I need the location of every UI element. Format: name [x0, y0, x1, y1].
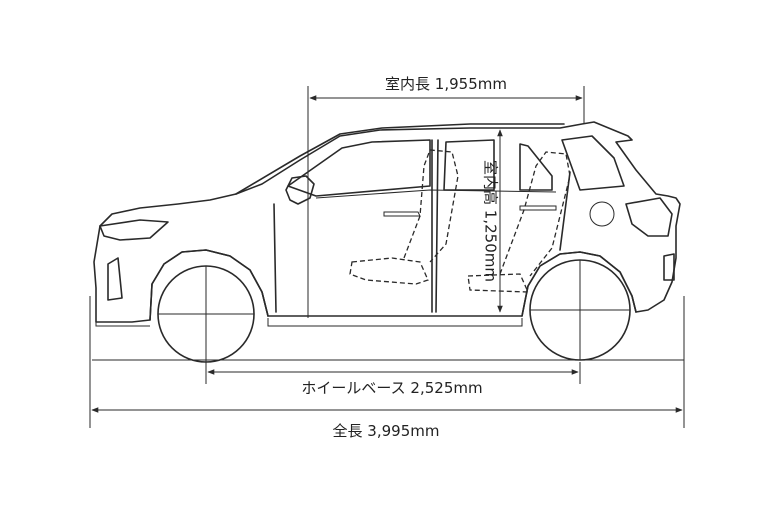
front-door-line [273, 139, 433, 313]
side-mirror [285, 175, 315, 205]
rear-lamp [625, 197, 673, 237]
front-window [287, 139, 431, 197]
interior-height-label: 室内高 1,250mm [482, 160, 500, 282]
front-seat-outline [349, 149, 459, 285]
rear-reflector [663, 253, 675, 281]
side-sill [267, 318, 523, 327]
front-door-handle [383, 211, 421, 217]
rear-door-handle [519, 205, 557, 211]
extension-lines [89, 86, 685, 428]
rear-wheel [529, 259, 631, 361]
fuel-lid [589, 201, 615, 227]
rear-door-window [443, 139, 495, 191]
roof-line [235, 123, 565, 195]
front-bumper-lower [95, 318, 150, 327]
rear-window [561, 135, 625, 191]
belt-line [315, 189, 557, 199]
rear-wheel-arch [521, 251, 637, 317]
wheelbase-label: ホイールベース 2,525mm [301, 379, 482, 397]
car-body-outline [93, 121, 681, 323]
rear-door-line [435, 139, 571, 313]
overall-length-label: 全長 3,995mm [333, 422, 440, 440]
front-wheel-arch [149, 249, 269, 321]
interior-length-label: 室内長 1,955mm [385, 75, 507, 93]
front-bumper-detail [107, 257, 123, 301]
rear-quarter-window [519, 143, 553, 191]
car-side-view [93, 121, 681, 327]
front-wheel [157, 265, 255, 363]
headlight [99, 219, 169, 241]
